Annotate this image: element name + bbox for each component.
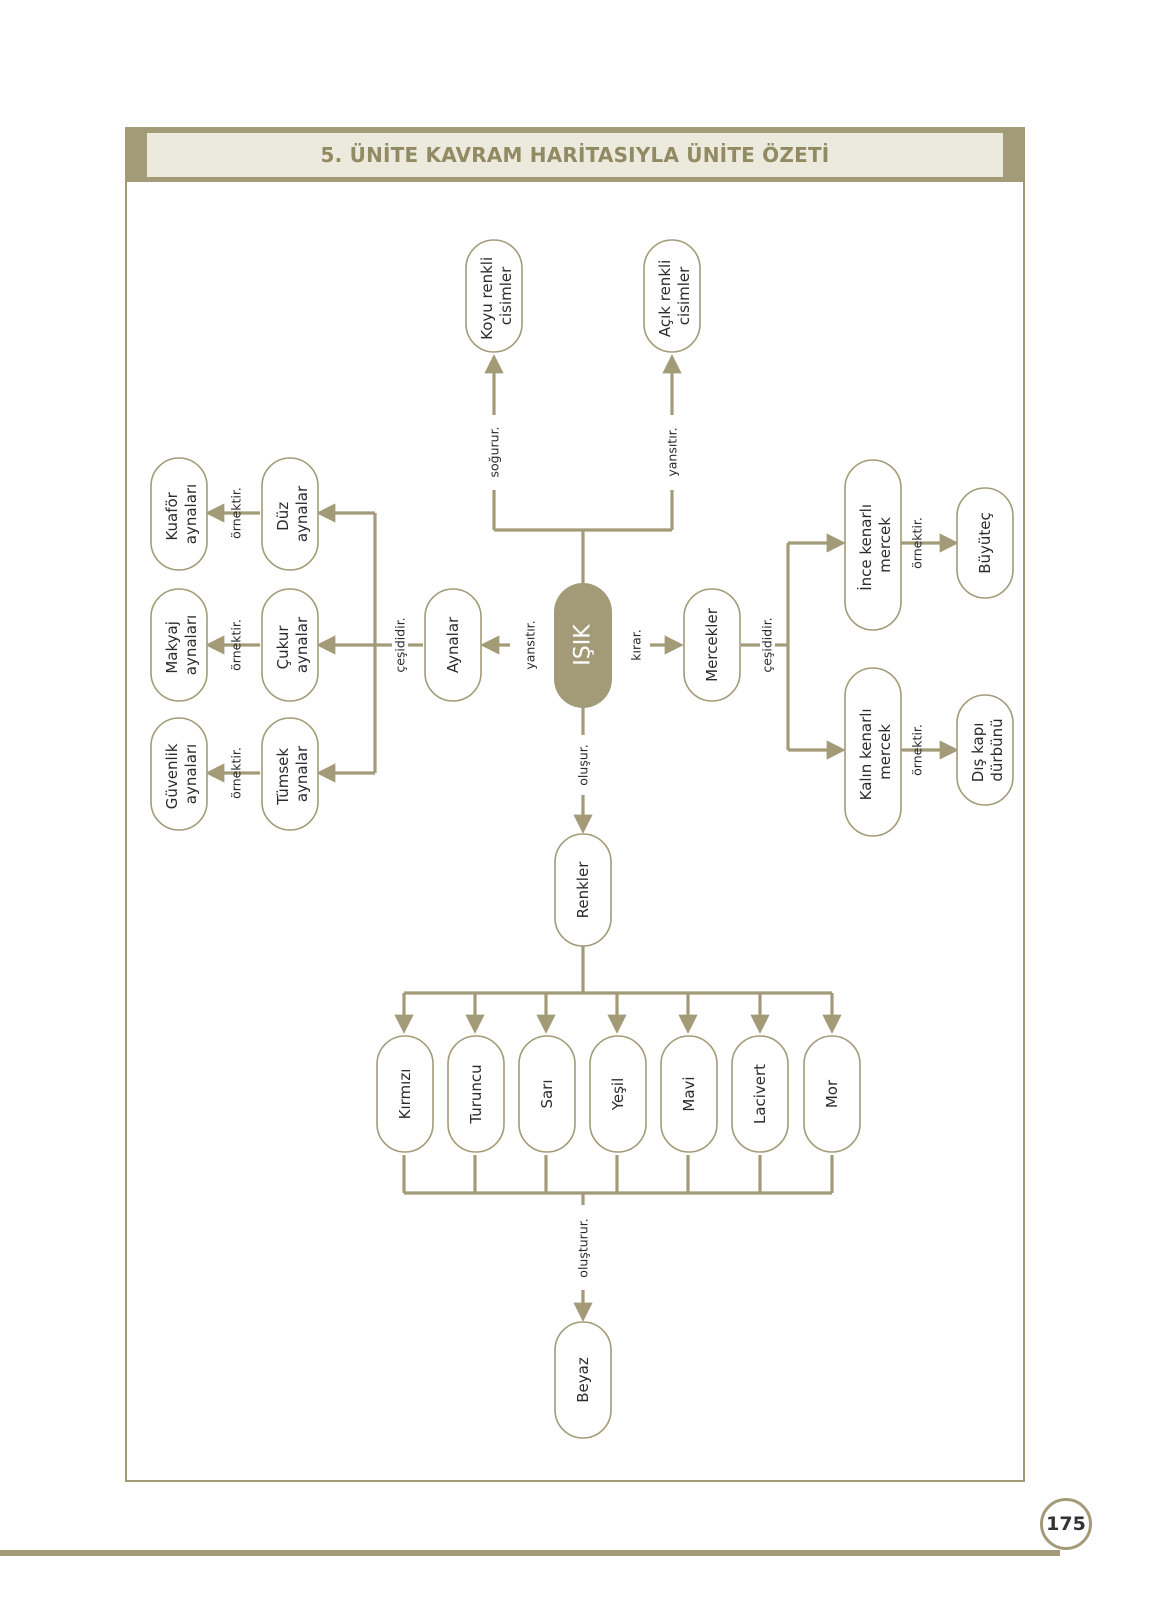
edge-label-cesitdir-right: çeşididir. xyxy=(760,617,775,672)
edge-label-yansitir-left: yansıtır. xyxy=(523,620,538,669)
node-aynalar: Aynalar xyxy=(424,588,482,702)
node-color-sari-label: Sarı xyxy=(538,1079,556,1108)
node-makyaj-aynalari: Makyaj aynaları xyxy=(150,588,208,702)
node-color-kirmizi: Kırmızı xyxy=(376,1035,434,1153)
edge-label-cesitdir-left: çeşididir. xyxy=(393,617,408,672)
node-diskapi-line1: Dış kapı xyxy=(969,723,987,783)
page-number-badge: 175 xyxy=(1040,1498,1092,1550)
connectors xyxy=(205,354,959,1322)
svg-text:Açık renkli cisimler: Açık renkli cisimler xyxy=(656,255,693,337)
node-duz-line1: Düz xyxy=(274,502,292,531)
nodes: IŞIK Koyu renkli cisimler Açık renkli ci… xyxy=(150,239,1014,1439)
node-acik-line1: Açık renkli xyxy=(656,260,674,337)
node-color-mavi-label: Mavi xyxy=(680,1076,698,1111)
node-buyutec-label: Büyüteç xyxy=(976,512,994,574)
node-color-sari: Sarı xyxy=(518,1035,576,1153)
title-banner: 5. ÜNİTE KAVRAM HARİTASIYLA ÜNİTE ÖZETİ xyxy=(125,127,1025,182)
node-aynalar-label: Aynalar xyxy=(444,616,462,673)
node-color-yesil: Yeşil xyxy=(589,1035,647,1153)
node-ince-line2: mercek xyxy=(876,517,894,573)
node-kuafor-line1: Kuaför xyxy=(163,491,181,540)
edge-label-kirar: kırar. xyxy=(629,629,644,660)
node-color-lacivert: Lacivert xyxy=(731,1035,789,1153)
edge-label-yansitir-top: yansıtır. xyxy=(665,427,680,476)
node-makyaj-line1: Makyaj xyxy=(163,621,181,674)
node-duz-aynalar: Düz aynalar xyxy=(261,457,319,571)
node-ince-line1: İnce kenarlı xyxy=(856,504,875,591)
svg-text:Kuaför aynaları: Kuaför aynaları xyxy=(163,484,200,544)
node-kalin-line2: mercek xyxy=(876,724,894,780)
title-banner-inner: 5. ÜNİTE KAVRAM HARİTASIYLA ÜNİTE ÖZETİ xyxy=(147,133,1003,177)
edge-label-ornek-tumsek: örnektir. xyxy=(229,747,244,799)
node-mercekler-label: Mercekler xyxy=(703,607,721,682)
node-buyutec: Büyüteç xyxy=(956,487,1014,599)
svg-text:Düz aynalar: Düz aynalar xyxy=(274,485,311,542)
node-color-lacivert-label: Lacivert xyxy=(751,1064,769,1124)
node-dis-kapi-durbunu: Dış kapı dürbünü xyxy=(956,694,1014,806)
node-renkler-label: Renkler xyxy=(574,861,592,919)
edge-label-ornek-duz: örnektir. xyxy=(229,487,244,539)
node-kuafor-aynalari: Kuaför aynaları xyxy=(150,457,208,571)
page-number: 175 xyxy=(1046,1513,1086,1535)
node-koyu-line1: Koyu renkli xyxy=(478,257,496,340)
edge-label-olusturur: oluşturur. xyxy=(576,1218,591,1277)
node-guvenlik-line1: Güvenlik xyxy=(163,743,181,809)
edge-label-ornek-ince: örnektir. xyxy=(910,517,925,569)
node-tumsek-line1: Tümsek xyxy=(274,748,292,806)
node-beyaz: Beyaz xyxy=(554,1321,612,1439)
node-cukur-aynalar: Çukur aynalar xyxy=(261,588,319,702)
footer-rule xyxy=(0,1550,1060,1556)
svg-text:Çukur aynalar: Çukur aynalar xyxy=(274,616,311,673)
page-title: 5. ÜNİTE KAVRAM HARİTASIYLA ÜNİTE ÖZETİ xyxy=(320,143,830,167)
svg-text:Tümsek aynalar: Tümsek aynalar xyxy=(274,743,311,806)
node-color-mor: Mor xyxy=(803,1035,861,1153)
node-kalin-kenarli-mercek: Kalın kenarlı mercek xyxy=(844,667,902,837)
node-diskapi-line2: dürbünü xyxy=(988,718,1006,781)
node-color-mavi: Mavi xyxy=(660,1035,718,1153)
svg-text:İnce kenarlı mercek: İnce kenarlı mercek xyxy=(856,499,894,591)
node-guvenlik-line2: aynaları xyxy=(182,744,200,804)
svg-text:Koyu renkli cisimler: Koyu renkli cisimler xyxy=(478,252,515,340)
node-duz-line2: aynalar xyxy=(293,485,311,542)
node-kuafor-line2: aynaları xyxy=(182,484,200,544)
node-isik-label: IŞIK xyxy=(571,624,596,666)
node-color-mor-label: Mor xyxy=(823,1079,841,1108)
node-ince-kenarli-mercek: İnce kenarlı mercek xyxy=(844,459,902,631)
edge-label-ornek-cukur: örnektir. xyxy=(229,619,244,671)
node-cukur-line1: Çukur xyxy=(274,625,292,670)
edge-label-olusur: oluşur. xyxy=(576,744,591,785)
edge-labels: soğurur. yansıtır. yansıtır. kırar. oluş… xyxy=(229,426,925,1277)
node-color-turuncu: Turuncu xyxy=(447,1035,505,1153)
node-tumsek-aynalar: Tümsek aynalar xyxy=(261,717,319,831)
node-beyaz-label: Beyaz xyxy=(574,1357,592,1403)
node-isik: IŞIK xyxy=(554,583,612,708)
node-renkler: Renkler xyxy=(554,833,612,947)
edge-label-ornek-kalin: örnektir. xyxy=(910,724,925,776)
svg-text:Dış kapı dürbünü: Dış kapı dürbünü xyxy=(969,718,1006,782)
node-guvenlik-aynalari: Güvenlik aynaları xyxy=(150,717,208,831)
svg-text:Güvenlik aynaları: Güvenlik aynaları xyxy=(163,739,200,810)
edge-label-sogurur: soğurur. xyxy=(487,426,502,477)
node-acik-line2: cisimler xyxy=(675,266,693,325)
node-color-kirmizi-label: Kırmızı xyxy=(396,1069,414,1120)
node-koyu-line2: cisimler xyxy=(497,266,515,325)
node-koyu-renkli-cisimler: Koyu renkli cisimler xyxy=(465,239,523,353)
node-kalin-line1: Kalın kenarlı xyxy=(857,708,875,800)
node-makyaj-line2: aynaları xyxy=(182,615,200,675)
node-cukur-line2: aynalar xyxy=(293,616,311,673)
node-acik-renkli-cisimler: Açık renkli cisimler xyxy=(643,239,701,353)
node-mercekler: Mercekler xyxy=(683,588,741,702)
svg-text:Kalın kenarlı mercek: Kalın kenarlı mercek xyxy=(857,704,894,801)
node-tumsek-line2: aynalar xyxy=(293,745,311,802)
svg-text:Makyaj aynaları: Makyaj aynaları xyxy=(163,615,200,675)
node-color-turuncu-label: Turuncu xyxy=(467,1064,485,1124)
node-color-yesil-label: Yeşil xyxy=(609,1078,627,1112)
